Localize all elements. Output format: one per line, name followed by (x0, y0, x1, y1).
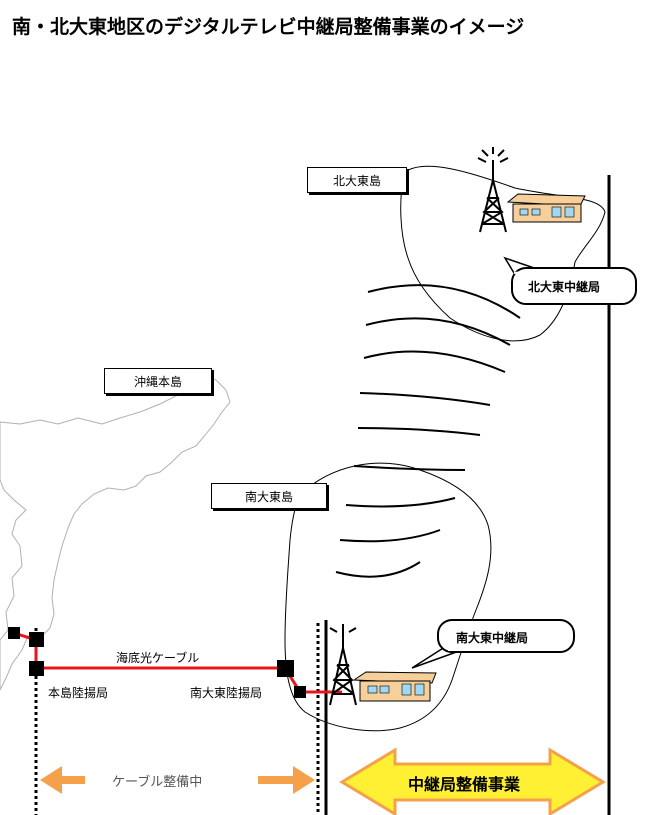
relay-project-label: 中継局整備事業 (408, 775, 521, 794)
south-relay-building-icon (352, 671, 437, 702)
label-okinawa-text: 沖縄本島 (133, 374, 182, 389)
label-south-daito-text: 南大東島 (244, 489, 293, 504)
wave-arc (363, 350, 506, 373)
wave-arc (359, 392, 491, 406)
cable-work-label: ケーブル整備中 (112, 775, 203, 790)
label-north-daito-text: 北大東島 (332, 173, 381, 188)
label-north-daito: 北大東島 (307, 167, 407, 193)
label-south-daito: 南大東島 (211, 483, 327, 509)
label-okinawa: 沖縄本島 (104, 368, 212, 394)
south-relay-tower-icon (329, 624, 357, 706)
wave-arc (339, 529, 441, 543)
cable-node-south-station (294, 686, 306, 698)
wave-arc (335, 561, 421, 578)
north-daito-island-outline (400, 165, 606, 342)
page-title: 南・北大東地区のデジタルテレビ中継局整備事業のイメージ (12, 16, 525, 38)
main-landing-label: 本島陸揚局 (48, 686, 109, 700)
wave-arc (367, 284, 521, 319)
south-daito-island-outline (284, 462, 492, 732)
cable-node-main-landing-upper (29, 632, 44, 647)
north-relay-label: 北大東中継局 (528, 280, 601, 294)
cable-label: 海底光ケーブル (116, 651, 200, 665)
wave-arc (357, 427, 481, 436)
cable-node-main-landing (29, 661, 44, 676)
north-relay-tower-icon (477, 147, 509, 233)
cable-node (8, 627, 20, 639)
north-relay-building-icon (506, 193, 586, 223)
wave-arc (365, 317, 511, 346)
south-landing-label: 南大東陸揚局 (190, 686, 263, 700)
south-relay-label: 南大東中継局 (456, 631, 529, 645)
wave-arc (345, 497, 456, 508)
north-relay-callout (503, 256, 637, 305)
wave-arc (353, 465, 466, 471)
cable-work-arrow (40, 766, 315, 794)
relay-project-arrow (339, 747, 606, 815)
cable-node-south-landing (277, 660, 294, 677)
south-relay-callout (411, 619, 575, 669)
radio-waves (335, 284, 521, 578)
